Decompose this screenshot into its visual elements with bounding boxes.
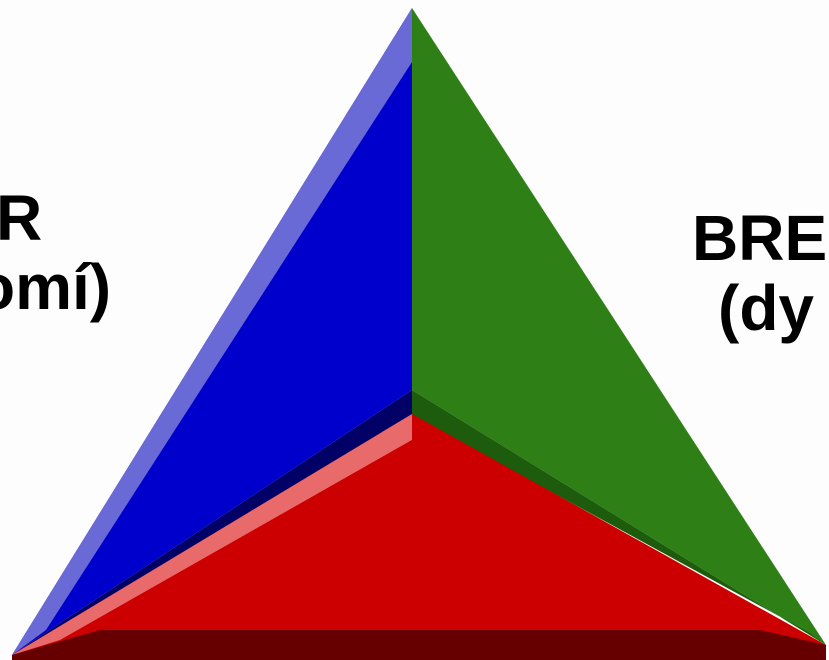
left-label-line1: R [0,186,42,250]
right-label-line1: BRE [692,206,827,270]
right-label-line2: (dy [718,276,814,340]
left-label-line2: omí) [0,255,111,319]
bottom-face-shadow [12,630,826,660]
